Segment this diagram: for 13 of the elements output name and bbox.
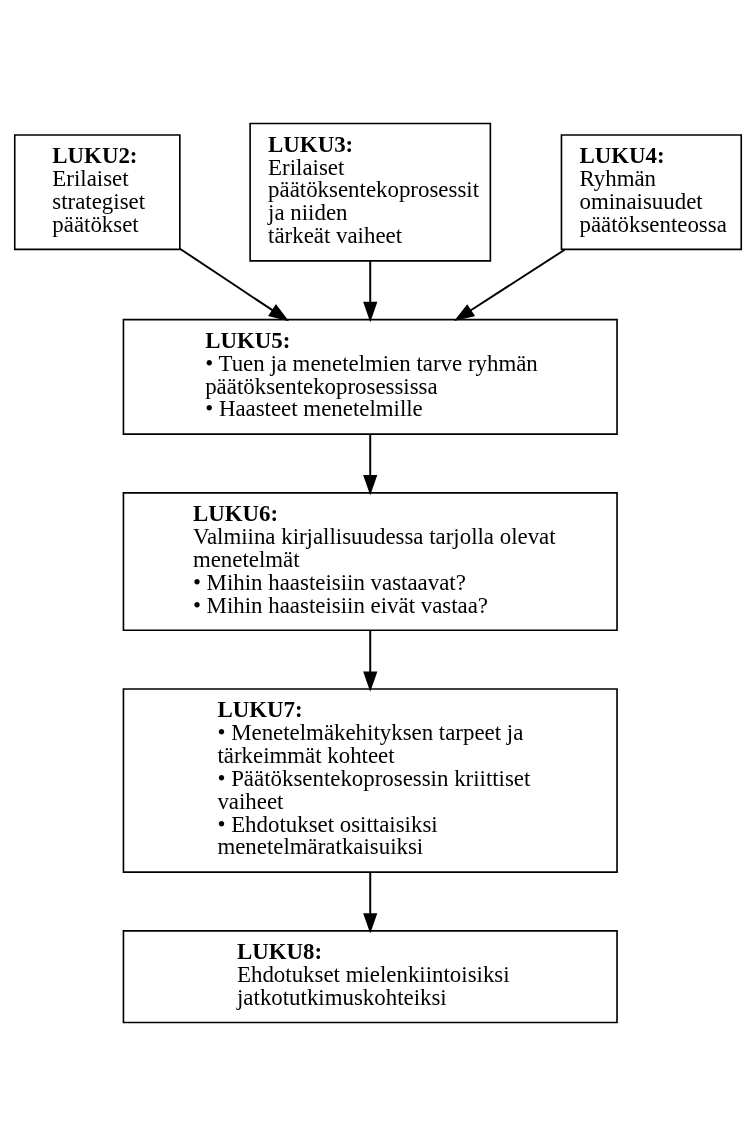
node-box: LUKU4: Ryhmän ominaisuudet päätöksenteossa [560, 134, 743, 251]
node-box: LUKU8: Ehdotukset mielenkiintoisiksi jatkotutkimuskohteiksi [122, 930, 618, 1024]
node-box: LUKU7: • Menetelmäkehityksen tarpeet ja tärkeimmät kohteet • Päätöksentekoprosessin kriittiset vaiheet • Ehdotukset osittaisiksi menetelmäratkaisuiksi [122, 688, 618, 873]
arrow [363, 871, 378, 934]
arrow [178, 247, 289, 322]
node-box: LUKU2: Erilaiset strategiset päätökset [13, 134, 181, 251]
arrow [454, 248, 566, 322]
arrow [363, 433, 378, 496]
arrow [363, 259, 378, 323]
node-box: LUKU5: • Tuen ja menetelmien tarve ryhmän päätöksentekoprosessissa • Haasteet menetelmille [122, 318, 618, 435]
arrow [363, 629, 378, 692]
node-box: LUKU3: Erilaiset päätöksentekoprosessit ja niiden tärkeät vaiheet [249, 122, 492, 262]
node-box: LUKU6: Valmiina kirjallisuudessa tarjolla olevat menetelmät • Mihin haasteisiin vastaavat? • Mihin haasteisiin eivät vastaa? [122, 492, 618, 631]
